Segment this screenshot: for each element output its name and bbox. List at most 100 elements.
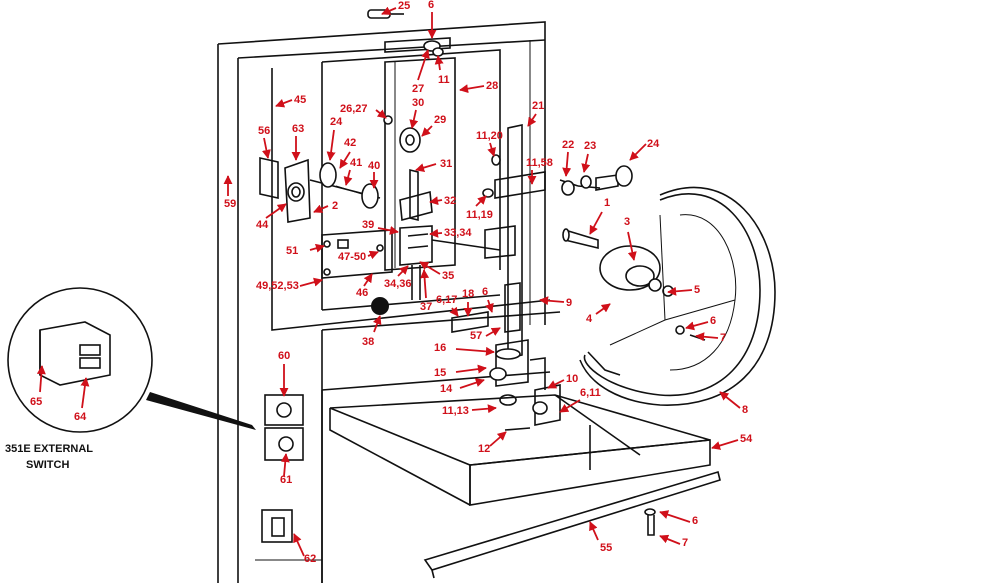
callout-label: 26,27 [340,103,368,115]
callout-label: 34,36 [384,278,412,290]
callout-label: 42 [344,137,356,149]
callout-leader [420,269,430,299]
callout-label: 7 [682,537,688,549]
callout-leader [339,151,351,169]
callout-leader [455,364,487,374]
callout-leader [711,439,739,450]
callout-label: 6 [428,0,434,11]
callout-leader [381,6,397,15]
guide-bearings [489,348,548,415]
callout-label: 41 [350,157,362,169]
callout-label: 25 [398,0,410,12]
callout-leader [471,404,497,414]
callout-label: 11,20 [476,130,503,142]
callout-label: 6,17 [436,294,457,306]
callout-leader [409,109,419,129]
callout-leader [429,196,443,206]
callout-leader [581,153,591,173]
callout-label: 8 [742,404,748,416]
callout-leader [372,315,382,333]
inset-caption-line2: SWITCH [26,459,69,471]
callout-leader [539,296,565,306]
wheel-hub [599,245,674,297]
callout-leader [449,306,459,317]
callout-label: 15 [434,367,446,379]
callout-leader [417,49,430,81]
callout-label: 39 [362,219,374,231]
callout-label: 45 [294,94,306,106]
callout-label: 3 [624,216,630,228]
callout-leader [375,109,387,119]
callout-leader [80,377,90,409]
callout-leader [627,231,637,261]
callout-leader [485,299,494,313]
callout-leader [326,129,336,161]
callout-label: 11,19 [466,209,493,221]
callout-leader [261,137,271,159]
callout-label: 5 [694,284,700,296]
callout-leader [547,379,565,389]
callout-label: 56 [258,125,270,137]
control-plate [321,229,393,279]
callout-leader [265,203,287,219]
callout-leader [415,163,437,172]
callout-label: 21 [532,100,544,112]
callout-label: 28 [486,80,498,92]
external-switch-inset [7,287,256,433]
callout-leader [659,510,691,523]
callout-label: 24 [647,138,660,150]
callout-label: 63 [292,123,304,135]
callout-label: 12 [478,443,490,455]
callout-label: 11 [438,74,450,86]
callout-label: 59 [224,198,236,210]
worktable [329,394,711,506]
callout-leader [485,327,501,337]
tension-block [399,225,501,300]
callout-leader [659,534,681,545]
callout-label: 62 [304,553,316,565]
callout-leader [475,195,487,207]
callout-label: 46 [356,287,368,299]
callout-label: 27 [412,83,424,95]
callout-label: 40 [368,160,380,172]
callout-label: 6,11 [580,387,601,399]
callout-label: 51 [286,245,298,257]
callout-leader [455,346,495,356]
callout-leader [343,169,353,186]
callout-leader [719,391,741,409]
callout-leader [377,225,399,235]
callout-leader [589,211,603,235]
callout-leader [527,113,537,127]
fence-rail [423,470,721,579]
guide-screws [451,154,633,333]
callout-label: 6 [692,515,698,527]
callout-leader [487,142,496,157]
callout-leader [275,98,293,108]
callout-label: 10 [566,373,578,385]
callout-label: 7 [720,332,726,344]
callout-label: 2 [332,200,338,212]
callout-leader [293,533,305,557]
callout-leader [280,453,290,477]
callout-label: 32 [444,195,456,207]
callout-leader [667,286,693,296]
callout-label: 6 [710,315,716,327]
callout-label: 24 [330,116,343,128]
callout-label: 33,34 [444,227,472,239]
switch-panel [261,394,304,543]
callout-leader [595,303,611,315]
callout-label: 35 [442,270,454,282]
callout-label: 16 [434,342,446,354]
callout-label: 11,58 [526,157,553,169]
callout-label: 60 [278,350,290,362]
callout-label: 38 [362,336,374,348]
callout-leader [459,378,485,389]
callout-leader [313,204,329,213]
callout-label: 54 [740,433,753,445]
callout-label: 22 [562,139,574,151]
callout-label: 61 [280,474,292,486]
callout-label: 57 [470,330,482,342]
callout-leader [367,250,379,260]
